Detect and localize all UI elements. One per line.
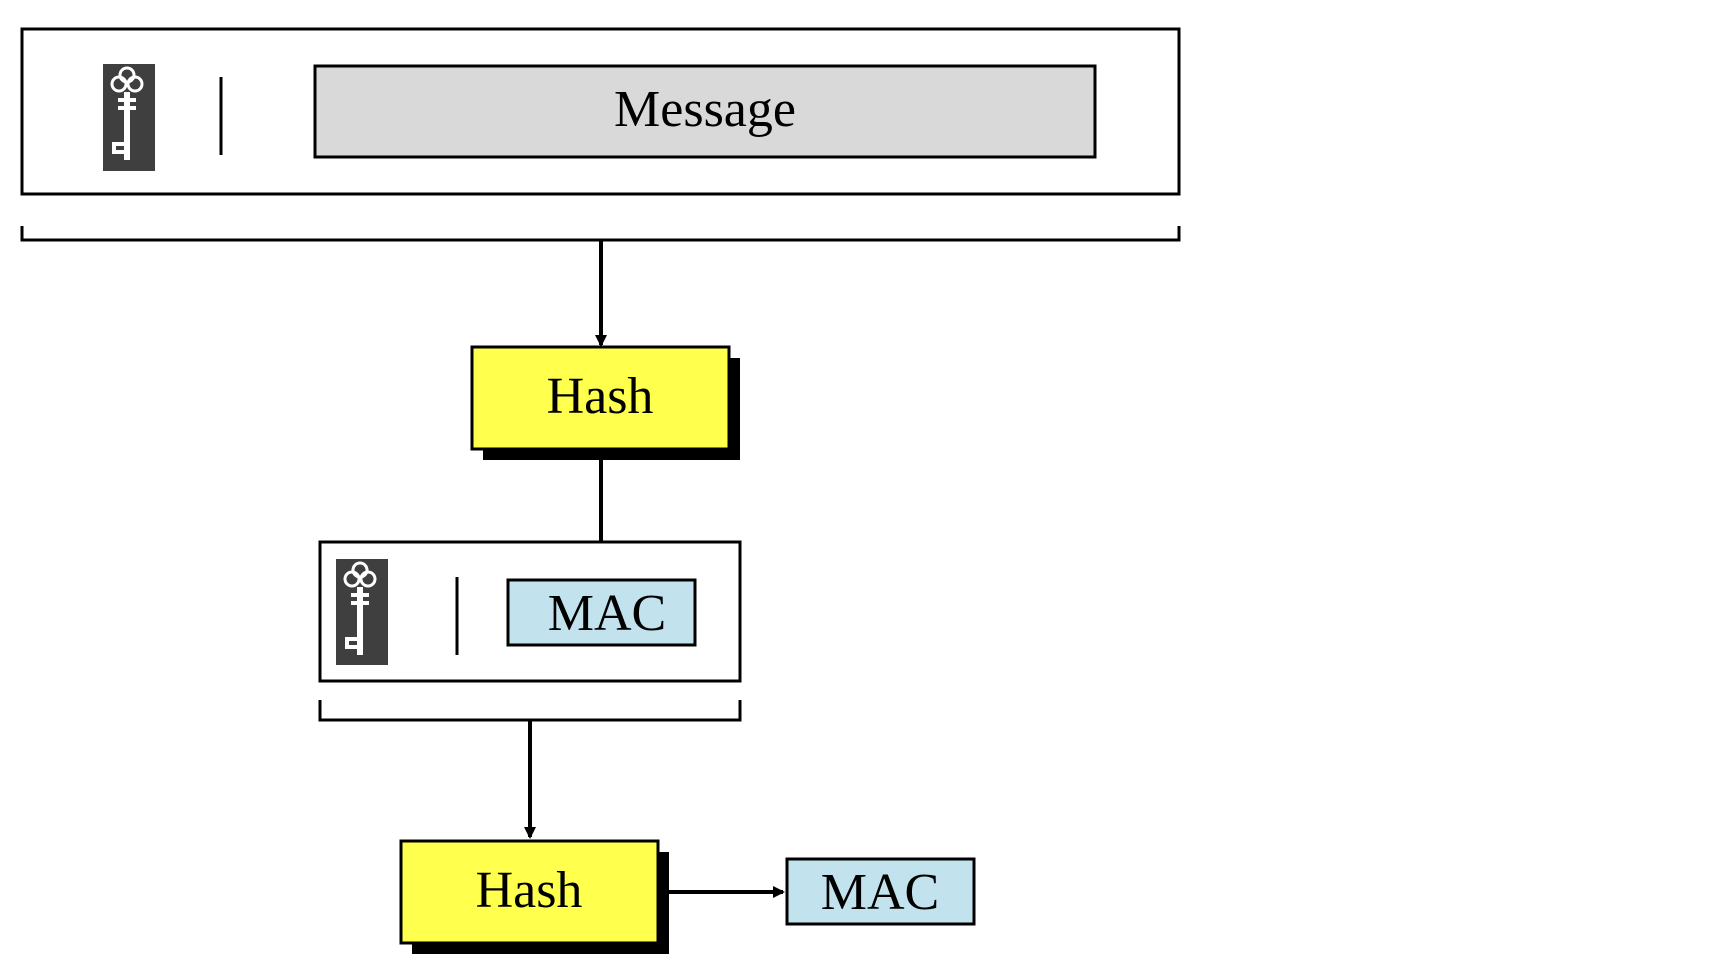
intermediate-block: MAC: [318, 540, 742, 683]
hash-2-rect: [399, 839, 660, 945]
mac-output: MAC: [785, 857, 976, 926]
input-brace: [20, 226, 1181, 242]
mac-box-intermediate: [506, 578, 697, 647]
hash-box-1: Hash: [470, 345, 740, 460]
hash-2-label: Hash: [476, 862, 583, 919]
message-box: [313, 64, 1097, 159]
key-icon: [103, 64, 155, 171]
mac-intermediate-label: MAC: [548, 585, 666, 642]
intermediate-brace: [318, 700, 742, 722]
mac-output-label: MAC: [821, 864, 939, 921]
input-block: Message: [20, 27, 1181, 196]
hash-1-label: Hash: [547, 368, 654, 425]
hash-box-2: Hash: [399, 839, 669, 954]
mac-box-output: [785, 857, 976, 926]
message-label: Message: [614, 81, 796, 138]
hash-1-rect: [470, 345, 731, 451]
key-icon: [336, 559, 388, 665]
